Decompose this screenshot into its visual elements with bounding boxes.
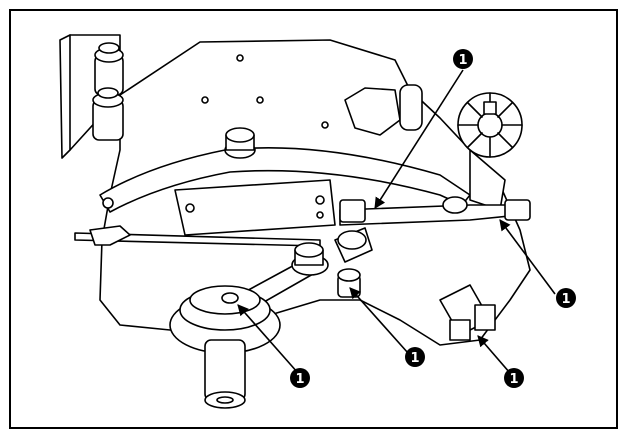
callout-label: 1 bbox=[509, 372, 518, 387]
filled-circle-number-marker bbox=[504, 368, 524, 388]
callout-label: 1 bbox=[561, 292, 570, 307]
callout-label: 1 bbox=[295, 372, 304, 387]
spindle-upper bbox=[94, 42, 124, 96]
cam-wheel bbox=[457, 92, 523, 158]
leader-arrow bbox=[374, 69, 464, 209]
pulley bbox=[169, 285, 281, 409]
callout-label: 1 bbox=[458, 53, 467, 68]
callout-marker-5: 1 bbox=[504, 368, 524, 388]
callout-marker-4: 1 bbox=[290, 368, 310, 388]
filled-circle-number-marker bbox=[453, 49, 473, 69]
cover-plate bbox=[174, 179, 336, 236]
spindle-lower bbox=[92, 87, 124, 141]
filled-circle-number-marker bbox=[556, 288, 576, 308]
figure-frame bbox=[9, 9, 618, 429]
callout-marker-1: 1 bbox=[453, 49, 473, 69]
leader-arrow bbox=[349, 287, 409, 354]
callout-label: 1 bbox=[410, 351, 419, 366]
back-plate bbox=[59, 34, 71, 159]
filled-circle-number-marker bbox=[290, 368, 310, 388]
leader-arrow bbox=[477, 335, 511, 374]
callout-marker-2: 1 bbox=[556, 288, 576, 308]
leader-arrow bbox=[499, 219, 556, 295]
lower-blocks bbox=[439, 284, 496, 341]
callout-marker-3: 1 bbox=[405, 347, 425, 367]
leader-arrow bbox=[237, 304, 299, 374]
filled-circle-number-marker bbox=[405, 347, 425, 367]
